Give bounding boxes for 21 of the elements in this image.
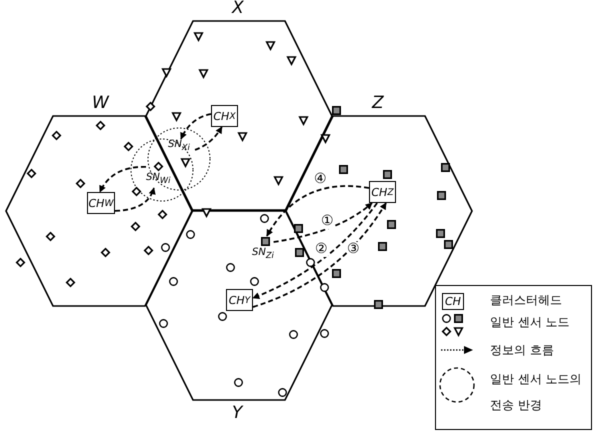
step-number: ② — [315, 242, 328, 257]
arrow — [99, 166, 146, 193]
arrow — [273, 202, 373, 243]
step-number: ① — [321, 214, 334, 229]
cell-label: X — [232, 0, 244, 17]
arrow — [180, 113, 212, 140]
arrow — [266, 185, 370, 237]
arrow — [114, 187, 156, 212]
legend-sample: CH — [442, 293, 464, 310]
sensor-label: SN$_{Wi}$ — [146, 172, 170, 186]
sensor-label: SN$_{Zi}$ — [252, 247, 274, 261]
legend-label: 정보의 흐름 — [490, 343, 555, 357]
arrow — [194, 126, 223, 151]
cell-label: Z — [372, 94, 384, 112]
legend-label: 일반 센서 노드 — [490, 315, 571, 329]
cell-label: W — [92, 94, 109, 112]
cell-label: Y — [232, 404, 242, 422]
legend-label: 일반 센서 노드의 전송 반경 — [490, 371, 583, 414]
sensor-label: SN$_{Xi}$ — [168, 139, 190, 153]
legend-label: 클러스터헤드 — [490, 293, 563, 307]
step-number: ③ — [347, 242, 360, 257]
